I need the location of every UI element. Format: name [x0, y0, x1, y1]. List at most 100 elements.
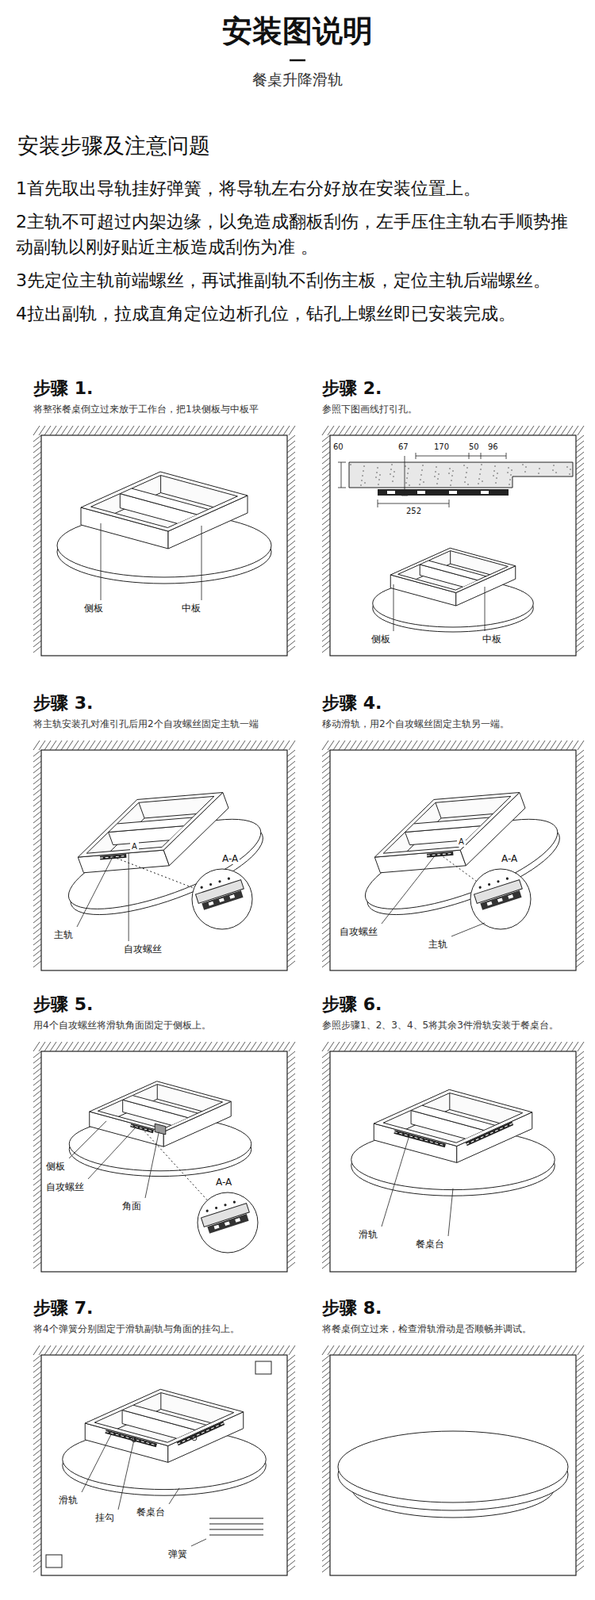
- illustration-line: [89, 1082, 232, 1133]
- step-caption: 参照步骤1、2、3、4、5将其余3件滑轨安装于餐桌台。: [322, 1018, 584, 1033]
- part-label: 挂勾: [93, 1512, 116, 1524]
- illustration-line: [375, 476, 377, 479]
- illustration-line: [419, 479, 422, 481]
- illustration-line: [41, 750, 288, 972]
- illustration-line: [506, 452, 507, 460]
- illustration-line: [119, 488, 208, 515]
- illustration-line: [410, 1105, 496, 1131]
- illustration-line: [376, 472, 378, 474]
- part-label: 主轨: [426, 939, 450, 951]
- illustration-line: [97, 1085, 223, 1131]
- illustration-line: [160, 1393, 162, 1411]
- dimension-label: 252: [404, 506, 423, 517]
- leader-lines: [69, 523, 485, 1547]
- table-top: [337, 1431, 569, 1504]
- illustration-line: [208, 902, 215, 907]
- illustration-line: [362, 470, 365, 473]
- illustration-line: [480, 464, 483, 466]
- illustration-line: [372, 778, 522, 874]
- illustration-line: [466, 1124, 514, 1145]
- step-heading: 步骤 3.: [33, 691, 296, 716]
- illustration-line: [496, 472, 499, 475]
- table-drawing: [341, 763, 570, 934]
- leader-line: [168, 1489, 180, 1505]
- illustration-line: [508, 483, 511, 486]
- step-heading: 步骤 6.: [322, 993, 584, 1018]
- illustration-line: [566, 466, 569, 469]
- illustration-line: [433, 476, 436, 478]
- wall-hatch: [33, 1042, 296, 1270]
- illustration-line: [330, 1355, 576, 1577]
- detail-rail: [193, 874, 246, 912]
- illustration-line: [449, 491, 457, 495]
- dimension-label: 60: [331, 442, 346, 453]
- panel-frame: [33, 426, 296, 657]
- leader-line: [69, 1121, 107, 1160]
- spring: [209, 1518, 264, 1520]
- part-label: 餐桌台: [134, 1507, 167, 1519]
- illustration-line: [406, 472, 409, 475]
- illustration-line: [449, 499, 450, 508]
- illustration-line: [450, 479, 453, 482]
- illustration-line: [479, 468, 482, 471]
- illustration-line: [80, 472, 248, 532]
- step-panel: 步骤 1.将整张餐桌倒立过来放于工作台，把1块侧板与中板平: [33, 376, 296, 657]
- illustration-line: [449, 468, 451, 470]
- illustration-line: [552, 469, 554, 472]
- step-illustration: [322, 426, 584, 657]
- illustration-line: [201, 1204, 250, 1229]
- illustration-line: [419, 560, 487, 581]
- table-drawing: [45, 763, 273, 934]
- part-label: 中板: [480, 633, 503, 645]
- illustration-line: [568, 473, 571, 476]
- table-drawing: [372, 548, 534, 633]
- illustration-line: [477, 483, 480, 485]
- leader-line: [76, 856, 114, 928]
- detail-rail: [199, 1197, 252, 1236]
- illustration-line: [229, 894, 235, 900]
- thumbnail: [46, 1555, 62, 1569]
- illustration-line: [401, 495, 408, 497]
- illustration-line: [41, 1355, 288, 1577]
- illustration-line: [436, 483, 438, 485]
- illustration-line: [201, 890, 243, 911]
- illustration-line: [392, 476, 395, 478]
- illustration-line: [492, 475, 495, 477]
- illustration-line: [451, 475, 453, 477]
- illustration-line: [122, 1405, 207, 1431]
- illustration-line: [404, 465, 407, 468]
- illustration-line: [377, 483, 380, 486]
- step-caption: 将整张餐桌倒立过来放于工作台，把1块侧板与中板平: [33, 402, 296, 417]
- wall-hatch: [322, 1042, 584, 1270]
- detail-circle: [197, 1193, 258, 1254]
- panel-frame: [33, 1042, 296, 1273]
- part-label: 自攻螺丝: [122, 944, 164, 956]
- illustration-line: [487, 883, 492, 887]
- part-label: 餐桌台: [414, 1239, 446, 1251]
- illustration-line: [449, 551, 451, 565]
- illustration-line: [361, 475, 364, 477]
- step-caption: 移动滑轨，用2个自攻螺丝固定主轨另一端。: [322, 717, 584, 732]
- panel-frame: [322, 426, 584, 657]
- illustration-line: [330, 1051, 576, 1273]
- step-illustration: [33, 740, 296, 972]
- wall-hatch: [322, 740, 584, 968]
- instruction-note: 2主轨不可超过内架边缘，以免造成翻板刮伤，左手压住主轨右手顺势推动副轨以刚好贴近…: [15, 209, 581, 261]
- illustration-line: [417, 491, 426, 495]
- illustration-line: [435, 466, 438, 469]
- illustration-line: [524, 471, 526, 473]
- illustration-line: [389, 473, 392, 476]
- illustration-line: [404, 456, 406, 496]
- illustration-line: [394, 1132, 446, 1148]
- illustration-line: [105, 1432, 157, 1448]
- illustration-line: [435, 802, 442, 819]
- illustration-line: [218, 880, 222, 884]
- step-heading: 步骤 1.: [33, 376, 296, 401]
- instruction-note: 3先定位主轨前端螺丝，再试推副轨不刮伤主板，定位主轨后端螺丝。: [15, 268, 581, 294]
- illustration-line: [223, 1204, 227, 1208]
- step-caption: 用4个自攻螺丝将滑轨角面固定于侧板上。: [33, 1018, 296, 1033]
- illustration-line: [379, 793, 521, 869]
- illustration-line: [496, 880, 500, 884]
- detail-circle: [191, 869, 253, 930]
